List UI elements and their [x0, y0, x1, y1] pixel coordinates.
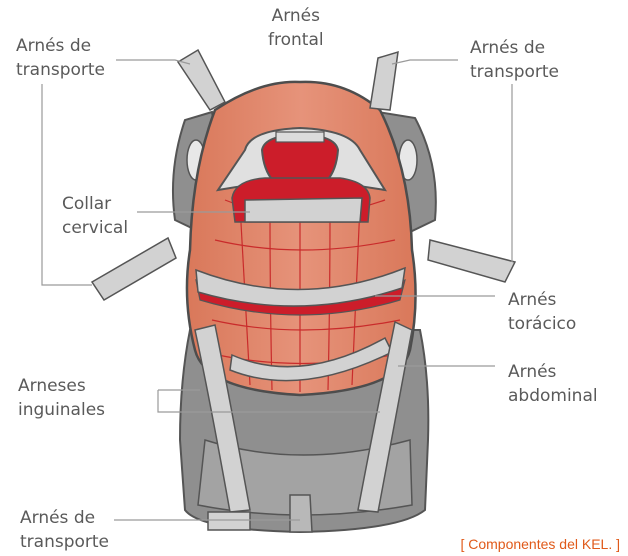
- label-frontal: Arnés frontal: [268, 4, 324, 52]
- cervical-strap: [245, 198, 362, 222]
- transport-strap-bottom: [208, 512, 250, 530]
- transport-strap-right-arm: [428, 240, 515, 282]
- transport-strap-top-right: [370, 52, 398, 110]
- transport-buckle-bottom: [290, 495, 312, 532]
- label-thoracic: Arnés torácico: [508, 288, 576, 336]
- label-cervical: Collar cervical: [62, 192, 128, 240]
- transport-strap-left-arm: [92, 238, 176, 300]
- collar-clip: [276, 132, 324, 142]
- label-inguinal: Arneses inguinales: [18, 374, 105, 422]
- label-transport-top-left: Arnés de transporte: [16, 34, 105, 82]
- label-abdominal: Arnés abdominal: [508, 360, 598, 408]
- transport-strap-top-left: [178, 50, 225, 110]
- label-transport-bottom: Arnés de transporte: [20, 506, 109, 554]
- label-transport-top-right: Arnés de transporte: [470, 36, 559, 84]
- figure-caption: [ Componentes del KEL. ]: [460, 536, 620, 552]
